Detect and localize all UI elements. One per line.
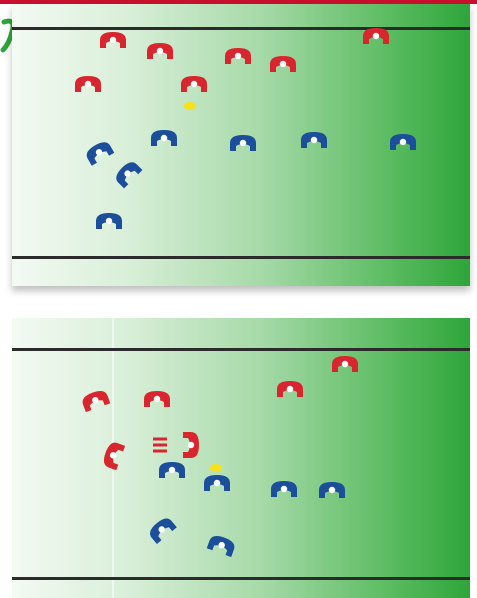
defender-player xyxy=(204,475,230,491)
defender-player xyxy=(271,481,297,497)
attacker-player xyxy=(75,76,101,92)
attacker-player xyxy=(363,28,389,44)
top-panel-field xyxy=(12,4,470,286)
attacker-player-moving xyxy=(153,432,199,458)
ball xyxy=(184,102,196,110)
top-panel-lower-line xyxy=(12,256,470,259)
attacker-player xyxy=(332,356,358,372)
top-panel-players xyxy=(75,28,416,229)
defender-player xyxy=(113,159,143,189)
top-panel-upper-line xyxy=(12,27,470,30)
defender-player xyxy=(96,213,122,229)
ball xyxy=(210,464,222,472)
defender-player xyxy=(390,134,416,150)
defender-player xyxy=(147,515,177,544)
bottom-panel-field xyxy=(12,318,470,598)
attacker-player xyxy=(144,391,170,407)
attacker-player xyxy=(270,56,296,72)
defender-player xyxy=(230,135,256,151)
defender-player xyxy=(207,533,237,557)
bottom-panel-diagram xyxy=(12,318,470,598)
bottom-panel-upper-line xyxy=(12,348,470,351)
attacker-player xyxy=(225,48,251,64)
bottom-panel-lower-line xyxy=(12,577,470,580)
attacker-player xyxy=(101,440,125,470)
attacker-player xyxy=(277,381,303,397)
defender-player xyxy=(151,130,177,146)
defender-player xyxy=(301,132,327,148)
bottom-panel-players xyxy=(80,356,358,557)
top-panel-diagram xyxy=(12,4,470,286)
attacker-player xyxy=(80,388,110,412)
defender-player xyxy=(159,462,185,478)
defender-player xyxy=(319,482,345,498)
defender-player xyxy=(84,139,115,166)
attacker-player xyxy=(147,43,173,59)
attacker-player xyxy=(100,32,126,48)
attacker-player xyxy=(181,76,207,92)
